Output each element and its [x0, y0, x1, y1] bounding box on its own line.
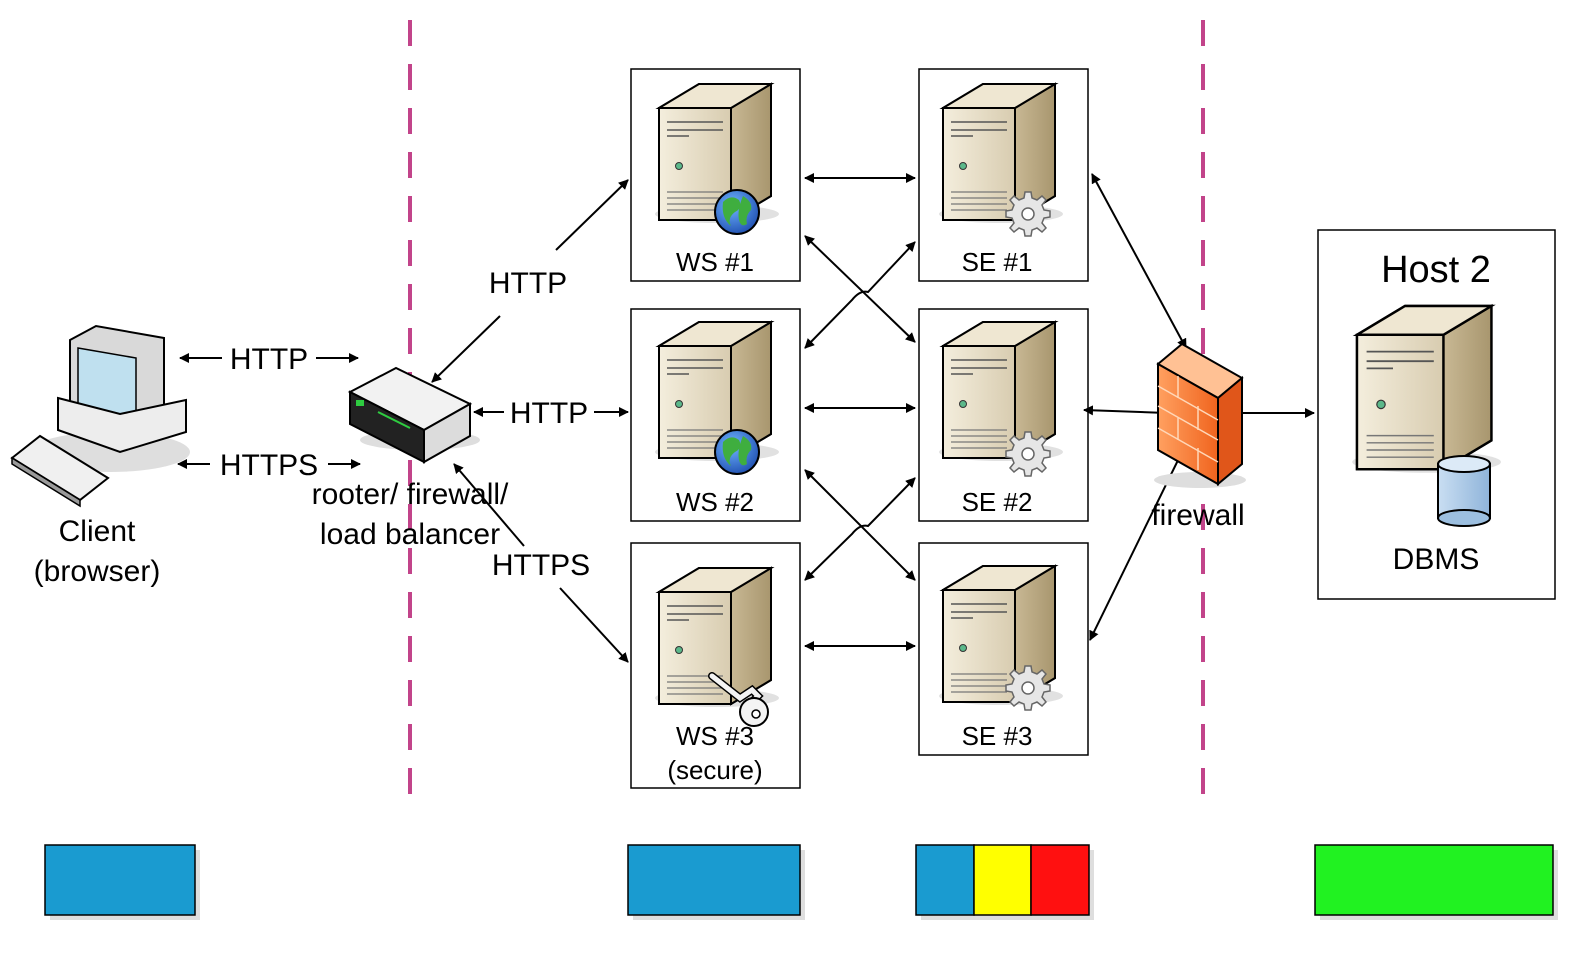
ws1-node [630, 68, 801, 282]
key-icon [708, 672, 769, 727]
host2-node [1317, 229, 1556, 600]
client-sublabel: (browser) [34, 555, 161, 588]
ws1-label: WS #1 [676, 247, 754, 277]
router-ws1-label: HTTP [489, 267, 567, 300]
service-tier-block [915, 844, 1094, 920]
dbms-label: DBMS [1393, 543, 1480, 576]
se3-node [918, 542, 1089, 756]
se2-node [918, 308, 1089, 522]
data-tier-block [1314, 844, 1558, 920]
router-ws2-label: HTTP [510, 397, 588, 430]
ws3-node [630, 542, 801, 789]
web-tier-block [627, 844, 805, 920]
router-icon [347, 366, 480, 464]
se2-label: SE #2 [962, 487, 1033, 517]
firewall-icon [1154, 342, 1246, 488]
gear-icon [1005, 665, 1051, 711]
se1-node [918, 68, 1089, 282]
se1-label: SE #1 [962, 247, 1033, 277]
ws3-label: WS #3 [676, 721, 754, 751]
router-sublabel: load balancer [320, 518, 500, 551]
client-label: Client [59, 515, 136, 548]
client-tier-block [44, 844, 200, 920]
ws-se-links [804, 173, 916, 651]
ws3-sublabel: (secure) [667, 755, 762, 785]
database-icon [1437, 455, 1491, 527]
firewall-label: firewall [1151, 499, 1244, 532]
client-http-label: HTTP [230, 343, 308, 376]
host2-title: Host 2 [1381, 249, 1491, 291]
client-https-label: HTTPS [220, 449, 318, 482]
ws2-label: WS #2 [676, 487, 754, 517]
client-computer-icon [10, 324, 190, 508]
ws2-node [630, 308, 801, 522]
router-ws3-label: HTTPS [492, 549, 590, 582]
globe-icon [714, 429, 760, 475]
globe-icon [714, 189, 760, 235]
se3-label: SE #3 [962, 721, 1033, 751]
router-ws3-link [453, 463, 629, 663]
gear-icon [1005, 431, 1051, 477]
router-label: rooter/ firewall/ [312, 478, 509, 511]
router-ws1-link [431, 179, 629, 383]
gear-icon [1005, 191, 1051, 237]
